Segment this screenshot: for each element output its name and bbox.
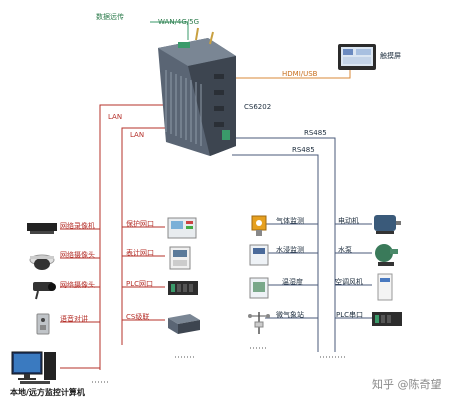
intercom-icon (36, 313, 50, 335)
computer-label: 本地/远方监控计算机 (10, 388, 85, 397)
left-device-label: 网络摄像头 (60, 251, 95, 259)
sensor-label: 气体监测 (276, 217, 304, 225)
gas-detector-icon (251, 215, 267, 236)
plc-device-icon (168, 281, 198, 295)
hdmi-usb-label: HDMI/USB (282, 70, 318, 78)
bullet-camera-icon (33, 282, 56, 300)
temp-humidity-icon (249, 277, 269, 299)
sensor-label: 微气象站 (276, 311, 304, 319)
data-remote-label: 数据远传 (96, 13, 124, 21)
touchscreen-device (338, 44, 376, 70)
water-detector-icon (249, 244, 269, 266)
wan-label: WAN/4G/5G (158, 18, 200, 26)
rs485-label-b: RS485 (292, 146, 315, 154)
right-device-label: 电动机 (338, 217, 359, 225)
rs485-line-a (232, 137, 336, 352)
left-device-label: 网络摄像头 (60, 281, 95, 289)
hdmi-line (232, 68, 351, 79)
sensor-label: 温湿度 (282, 278, 303, 286)
nvr-icon (27, 223, 57, 234)
computer-icon (11, 351, 56, 384)
mid-device-label: 表计网口 (126, 249, 154, 257)
rs485-line-b (232, 154, 319, 352)
mid-device-label: CS级联 (126, 313, 150, 321)
ac-fan-icon (377, 273, 393, 301)
weather-station-icon (248, 312, 270, 334)
right-device-label: 空调风机 (335, 278, 363, 286)
mid-device-label: PLC网口 (126, 280, 154, 288)
pump-icon (375, 244, 398, 266)
left-device-label: 网络录像机 (60, 222, 95, 230)
model-label: CS6202 (244, 103, 272, 111)
touchscreen-label: 触摸屏 (380, 52, 401, 60)
right-device-label: PLC串口 (336, 311, 364, 319)
mid-device-label: 保护网口 (126, 220, 154, 228)
watermark: 知乎 @陈奇望 (372, 378, 442, 391)
meter-device-icon (169, 246, 191, 270)
lan-left-label: LAN (108, 113, 123, 121)
rs485-label-a: RS485 (304, 129, 327, 137)
protection-device-icon (167, 217, 197, 239)
sensor-label: 水浸监测 (276, 246, 304, 254)
lan-mid-label: LAN (130, 131, 145, 139)
motor-icon (374, 215, 401, 234)
left-device-label: 语音对讲 (60, 315, 88, 323)
gateway-device (158, 27, 236, 156)
plc-serial-icon (372, 312, 402, 326)
wan-line (150, 21, 189, 40)
right-device-label: 水泵 (338, 246, 352, 254)
dome-camera-icon (29, 254, 55, 270)
cascade-device-icon (168, 314, 200, 334)
